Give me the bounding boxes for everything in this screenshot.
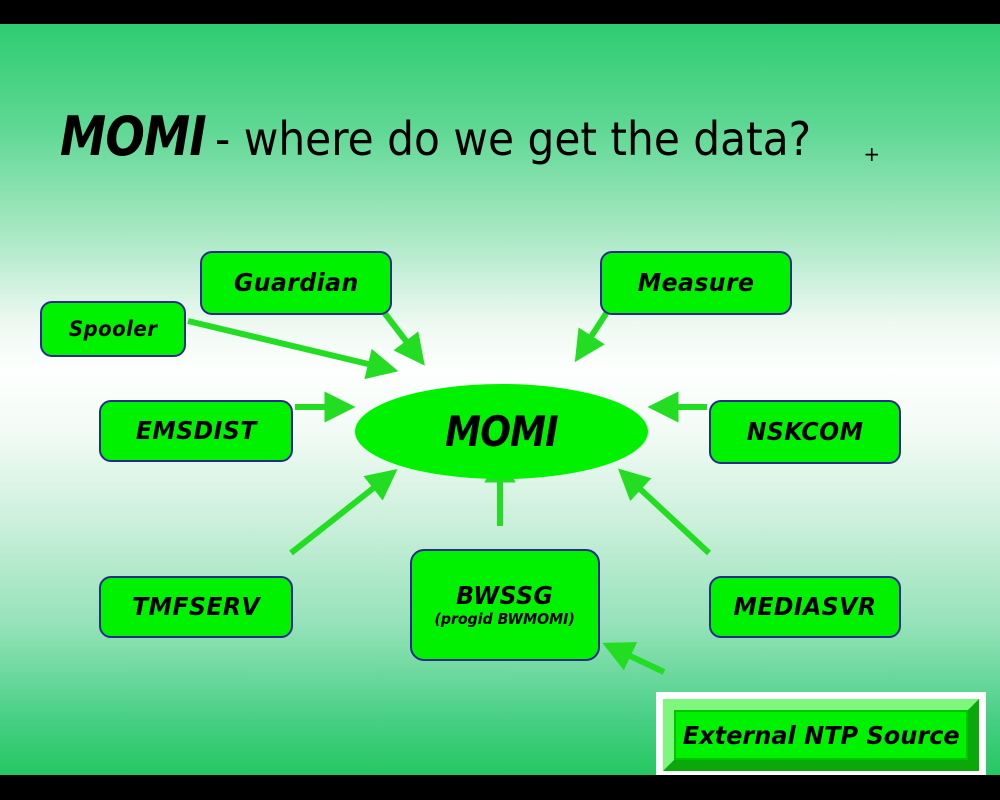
node-momi-label: MOMI [445,407,558,456]
node-external-ntp-source-label: External NTP Source [682,720,960,750]
node-mediasvr[interactable]: MEDIASVR [709,576,901,638]
node-spooler[interactable]: Spooler [40,301,186,357]
node-nskcom-label: NSKCOM [746,416,864,446]
node-momi-center[interactable]: MOMI [355,384,648,479]
node-bwssg-sublabel: (progid BWMOMI) [434,609,576,628]
node-guardian-label: Guardian [233,267,359,297]
edge-spooler-momi [187,318,399,380]
node-spooler-label: Spooler [68,316,158,341]
slide-title: MOMI - where do we get the data?+ [60,110,940,180]
letterbox-bar-top [0,0,1000,24]
title-emphasis: MOMI [60,105,207,168]
node-emsdist[interactable]: EMSDIST [99,400,293,462]
letterbox-bar-bottom [0,775,1000,800]
ntp-bevel-frame: External NTP Source [663,699,979,771]
node-tmfserv[interactable]: TMFSERV [99,576,293,638]
slide-stage: MOMI - where do we get the data? + MOMI S… [0,24,1000,778]
node-nskcom[interactable]: NSKCOM [709,400,901,464]
node-tmfserv-label: TMFSERV [131,591,261,621]
node-mediasvr-label: MEDIASVR [733,591,877,621]
edge-tmfserv-momi [289,469,398,556]
title-rest: - where do we get the data? [215,112,812,166]
node-emsdist-label: EMSDIST [135,415,257,445]
node-measure-label: Measure [637,267,755,297]
edge-guardian-momi [380,309,425,366]
node-guardian[interactable]: Guardian [200,251,392,315]
node-bwssg[interactable]: BWSSG (progid BWMOMI) [410,549,600,661]
edge-mediasvr-momi [617,468,712,556]
title-superscript: + [863,142,881,166]
edge-measure-momi [574,310,610,363]
node-external-ntp-source[interactable]: External NTP Source [656,692,986,778]
edge-ntp-bwssg [602,642,666,675]
node-measure[interactable]: Measure [600,251,792,315]
node-bwssg-label: BWSSG [456,580,554,610]
ntp-inner-panel: External NTP Source [674,710,968,760]
